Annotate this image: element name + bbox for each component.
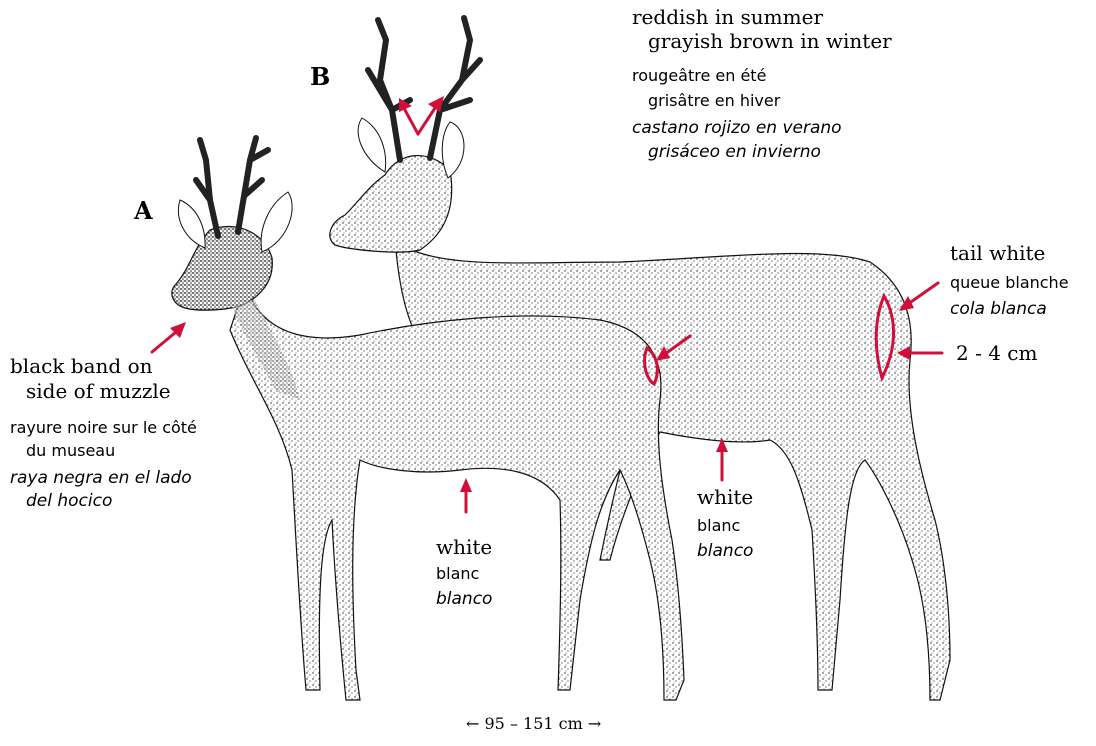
coat-en-summer: reddish in summer [632, 6, 823, 28]
antler-arrow-left [405, 110, 418, 134]
tail-en: tail white [950, 242, 1045, 264]
tail-es: cola blanca [950, 299, 1047, 319]
antler-arrow-right [418, 108, 435, 134]
belly-b-fr: blanc [697, 516, 740, 535]
coat-es-winter: grisáceo en invierno [648, 142, 821, 162]
figure-label-a: A [134, 196, 153, 225]
belly-a-en: white [436, 536, 492, 558]
muzzle-es-1: raya negra en el lado [10, 468, 192, 488]
belly-b-es: blanco [697, 541, 753, 561]
tail-fr: queue blanche [950, 273, 1069, 292]
deer-b-ear-right [442, 122, 464, 178]
coat-fr-summer: rougeâtre en été [632, 66, 766, 85]
tail-size: 2 - 4 cm [956, 342, 1037, 364]
muzzle-fr-1: rayure noire sur le côté [10, 418, 197, 437]
muzzle-en-1: black band on [10, 355, 153, 377]
deer-a-antlers [196, 138, 268, 236]
figure-label-b: B [310, 62, 330, 91]
tail-arrow [908, 283, 938, 304]
belly-a-es: blanco [436, 589, 492, 609]
deer-b-ear-left [358, 118, 385, 172]
muzzle-arrow [152, 332, 176, 352]
deer-b-head [330, 156, 452, 252]
body-length-scale: ← 95 – 151 cm → [466, 714, 601, 733]
belly-b-en: white [697, 486, 753, 508]
muzzle-es-2: del hocico [26, 491, 112, 511]
muzzle-en-2: side of muzzle [26, 380, 171, 402]
coat-es-summer: castano rojizo en verano [632, 118, 842, 138]
coat-fr-winter: grisâtre en hiver [648, 91, 780, 110]
deer-a-ear-left [178, 200, 205, 248]
muzzle-fr-2: du museau [26, 441, 115, 460]
coat-en-winter: grayish brown in winter [648, 30, 892, 52]
deer-a-ear-right [261, 192, 292, 252]
belly-a-fr: blanc [436, 564, 479, 583]
deer-a-head [172, 226, 272, 310]
